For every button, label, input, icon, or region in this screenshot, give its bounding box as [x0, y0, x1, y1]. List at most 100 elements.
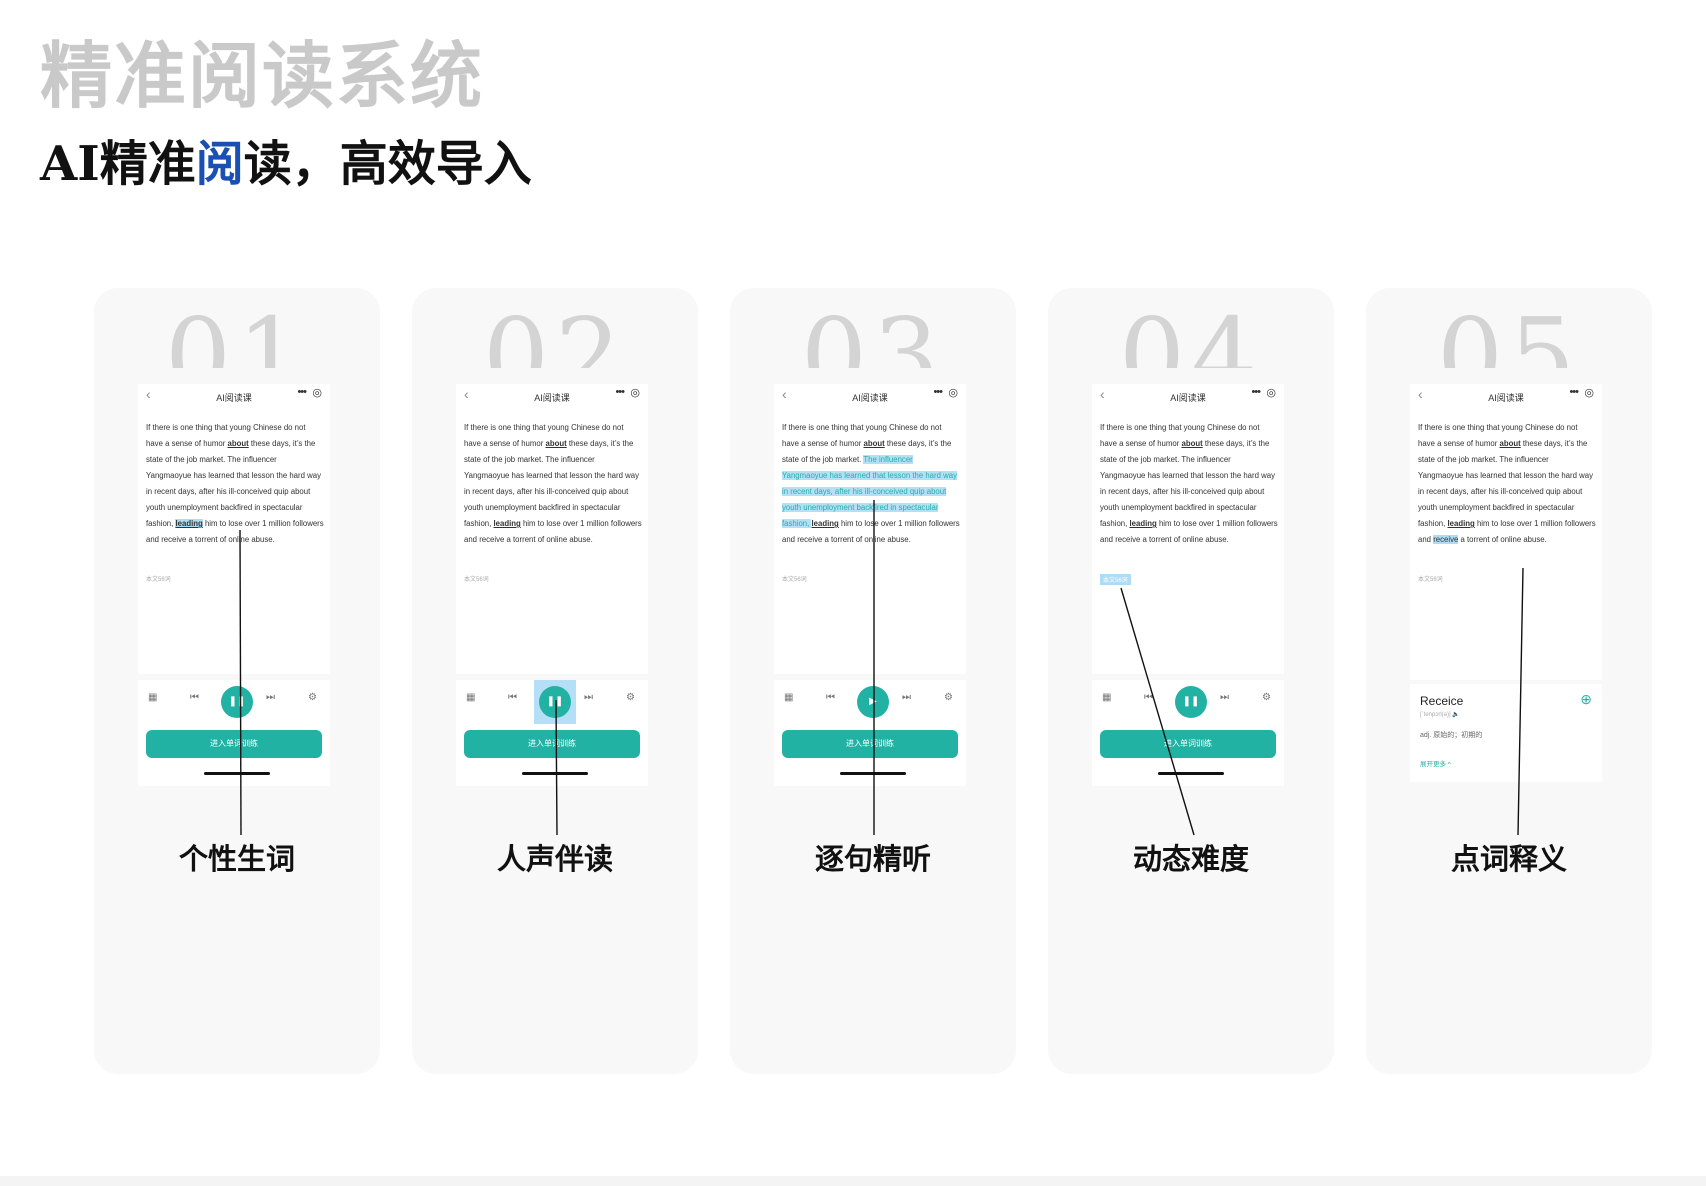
- passage-text: The influencer Yangmaoyue has learned th…: [146, 455, 321, 528]
- word-leading[interactable]: leading: [1447, 519, 1475, 528]
- passage-text: The influencer Yangmaoyue has learned th…: [1418, 455, 1593, 528]
- passage-text: him to lose over 1 million followers and: [1100, 519, 1278, 544]
- passage-text: If there is one thing that young Chinese…: [1100, 423, 1260, 448]
- more-dots-icon[interactable]: •••: [933, 386, 943, 398]
- more-dots-icon[interactable]: •••: [615, 386, 625, 398]
- target-icon[interactable]: ◎: [1584, 387, 1594, 399]
- previous-icon[interactable]: ⏮: [1144, 692, 1153, 703]
- word-count: 本文56词: [782, 577, 807, 583]
- dict-expand-link[interactable]: 展开更多 ^: [1420, 761, 1451, 768]
- passage-sentence-2[interactable]: The influencer Yangmaoyue has learned th…: [464, 455, 639, 528]
- passage-text: these days, it’s the state of the job ma…: [782, 439, 952, 464]
- target-icon[interactable]: ◎: [312, 387, 322, 399]
- pause-icon[interactable]: ❚❚: [221, 686, 253, 718]
- target-icon[interactable]: ◎: [948, 387, 958, 399]
- feature-card-1: 01 ‹ AI阅读课 ••• ◎ If there is one thing t…: [94, 288, 380, 1074]
- word-receive[interactable]: receive: [479, 535, 505, 544]
- pause-icon[interactable]: ❚❚: [539, 686, 571, 718]
- card-number: 04: [1118, 304, 1264, 368]
- word-training-button[interactable]: 进入单词训练: [782, 730, 958, 758]
- nav-title: AI阅读课: [1488, 393, 1524, 403]
- calendar-icon[interactable]: ▦: [148, 692, 158, 703]
- word-receive[interactable]: receive: [797, 535, 823, 544]
- pause-icon[interactable]: ▶: [857, 686, 889, 718]
- plus-circle-icon[interactable]: ⊕: [1580, 691, 1592, 707]
- nav-title: AI阅读课: [534, 393, 570, 403]
- word-about[interactable]: about: [545, 439, 567, 448]
- phone-nav-bar: ‹ AI阅读课 ••• ◎: [774, 384, 966, 408]
- feature-card-4: 04 ‹ AI阅读课 ••• ◎ If there is one thing t…: [1048, 288, 1334, 1074]
- passage-text: a torrent of online abuse.: [186, 535, 275, 544]
- passage-text: him to lose over 1 million followers and: [464, 519, 642, 544]
- subtitle-highlight: 阅: [195, 136, 244, 192]
- word-about[interactable]: about: [863, 439, 885, 448]
- passage-text: these days, it’s the state of the job ma…: [146, 439, 316, 464]
- word-receive[interactable]: receive: [161, 535, 187, 544]
- word-leading[interactable]: leading: [493, 519, 521, 528]
- word-receive[interactable]: receive: [1115, 535, 1141, 544]
- calendar-icon[interactable]: ▦: [1102, 692, 1112, 703]
- passage-text: a torrent of online abuse.: [822, 535, 911, 544]
- passage-sentence-2[interactable]: The influencer Yangmaoyue has learned th…: [1100, 455, 1275, 528]
- feature-label: 人声伴读: [496, 842, 613, 876]
- page-title: 精准阅读系统: [40, 33, 485, 118]
- reading-passage: If there is one thing that young Chinese…: [782, 420, 960, 548]
- passage-sentence-2[interactable]: The influencer Yangmaoyue has learned th…: [1418, 455, 1593, 528]
- previous-icon[interactable]: ⏮: [826, 692, 835, 703]
- passage-text: The influencer Yangmaoyue has learned th…: [464, 455, 639, 528]
- previous-icon[interactable]: ⏮: [190, 692, 199, 703]
- word-training-button[interactable]: 进入单词训练: [1100, 730, 1276, 758]
- word-count: 本文56词: [1418, 577, 1443, 583]
- phone-screen: ‹ AI阅读课 ••• ◎ If there is one thing that…: [138, 384, 330, 674]
- nav-title: AI阅读课: [852, 393, 888, 403]
- home-indicator: [840, 772, 906, 775]
- word-leading[interactable]: leading: [1129, 519, 1157, 528]
- next-icon[interactable]: ⏭: [584, 692, 593, 703]
- settings-icon[interactable]: ⚙: [944, 692, 953, 703]
- pause-icon[interactable]: ❚❚: [1175, 686, 1207, 718]
- word-leading[interactable]: leading: [811, 519, 839, 528]
- more-dots-icon[interactable]: •••: [1251, 386, 1261, 398]
- phone-nav-bar: ‹ AI阅读课 ••• ◎: [456, 384, 648, 408]
- chevron-left-icon[interactable]: ‹: [1418, 386, 1423, 402]
- more-dots-icon[interactable]: •••: [1569, 386, 1579, 398]
- phone-nav-bar: ‹ AI阅读课 ••• ◎: [1410, 384, 1602, 408]
- passage-text: a torrent of online abuse.: [504, 535, 593, 544]
- passage-sentence-2[interactable]: The influencer Yangmaoyue has learned th…: [782, 455, 957, 528]
- chevron-left-icon[interactable]: ‹: [464, 386, 469, 402]
- settings-icon[interactable]: ⚙: [308, 692, 317, 703]
- word-receive[interactable]: receive: [1433, 535, 1459, 544]
- next-icon[interactable]: ⏭: [266, 692, 275, 703]
- previous-icon[interactable]: ⏮: [508, 692, 517, 703]
- word-training-button[interactable]: 进入单词训练: [146, 730, 322, 758]
- subtitle-suffix: 读，高效导入: [243, 136, 532, 192]
- passage-text: him to lose over 1 million followers and: [782, 519, 960, 544]
- settings-icon[interactable]: ⚙: [626, 692, 635, 703]
- next-icon[interactable]: ⏭: [902, 692, 911, 703]
- word-training-button[interactable]: 进入单词训练: [464, 730, 640, 758]
- calendar-icon[interactable]: ▦: [466, 692, 476, 703]
- more-dots-icon[interactable]: •••: [297, 386, 307, 398]
- feature-label: 个性生词: [178, 842, 295, 876]
- chevron-left-icon[interactable]: ‹: [1100, 386, 1105, 402]
- dict-phonetic: [ˈtenpɔrl(ə)] 🔈: [1420, 711, 1460, 718]
- chevron-left-icon[interactable]: ‹: [782, 386, 787, 402]
- target-icon[interactable]: ◎: [630, 387, 640, 399]
- calendar-icon[interactable]: ▦: [784, 692, 794, 703]
- phonetic-text: [ˈtenpɔrl(ə)]: [1420, 712, 1451, 718]
- passage-sentence-2[interactable]: The influencer Yangmaoyue has learned th…: [146, 455, 321, 528]
- word-about[interactable]: about: [1499, 439, 1521, 448]
- home-indicator: [522, 772, 588, 775]
- word-about[interactable]: about: [227, 439, 249, 448]
- chevron-left-icon[interactable]: ‹: [146, 386, 151, 402]
- next-icon[interactable]: ⏭: [1220, 692, 1229, 703]
- word-about[interactable]: about: [1181, 439, 1203, 448]
- settings-icon[interactable]: ⚙: [1262, 692, 1271, 703]
- speaker-icon[interactable]: 🔈: [1452, 712, 1460, 718]
- home-indicator: [1158, 772, 1224, 775]
- target-icon[interactable]: ◎: [1266, 387, 1276, 399]
- word-leading[interactable]: leading: [175, 519, 203, 528]
- passage-text: him to lose over 1 million followers and: [1418, 519, 1596, 544]
- passage-text: The influencer Yangmaoyue has learned th…: [782, 455, 957, 528]
- card-number: 02: [482, 304, 628, 368]
